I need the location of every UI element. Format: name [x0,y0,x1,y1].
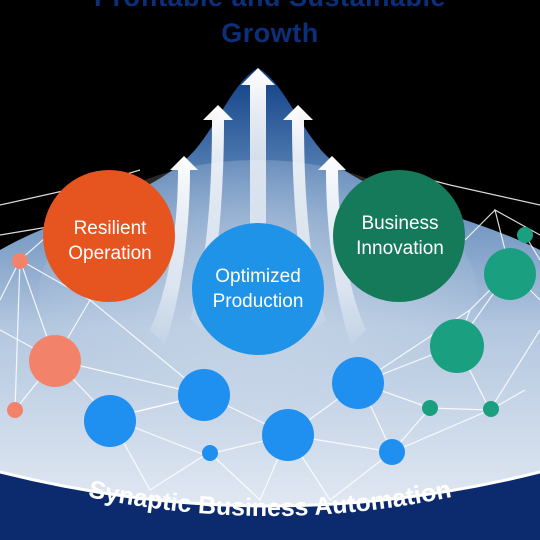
arrow-up-icon [241,68,275,320]
node [12,253,28,269]
optimized-production-label: Optimized Production [188,231,328,346]
node [483,401,499,417]
node [422,400,438,416]
node [202,445,218,461]
arrow-up-icon [283,105,326,330]
arrow-up-icon [150,156,198,345]
resilient-operation-circle [43,170,175,302]
node [7,402,23,418]
optimized-line-2: Production [212,290,304,312]
node [84,395,136,447]
business-line-2: Innovation [356,237,444,259]
node [379,439,405,465]
resilient-line-1: Resilient [73,217,147,239]
title-line-2: Growth [221,18,319,48]
business-line-1: Business [361,212,439,234]
node [178,369,230,421]
node [484,248,536,300]
resilient-operation-label: Resilient Operation [45,183,175,298]
business-innovation-label: Business Innovation [335,178,465,293]
resilient-line-2: Operation [68,242,152,264]
node [262,409,314,461]
arrow-up-icon [190,105,233,330]
node [430,319,484,373]
title-line-1: Profitable and Sustainable [0,0,540,13]
network-nodes [7,227,536,465]
business-innovation-circle [333,170,465,302]
optimized-line-1: Optimized [215,265,301,287]
optimized-production-circle [192,223,324,355]
node [332,357,384,409]
node [517,227,533,243]
node [29,335,81,387]
